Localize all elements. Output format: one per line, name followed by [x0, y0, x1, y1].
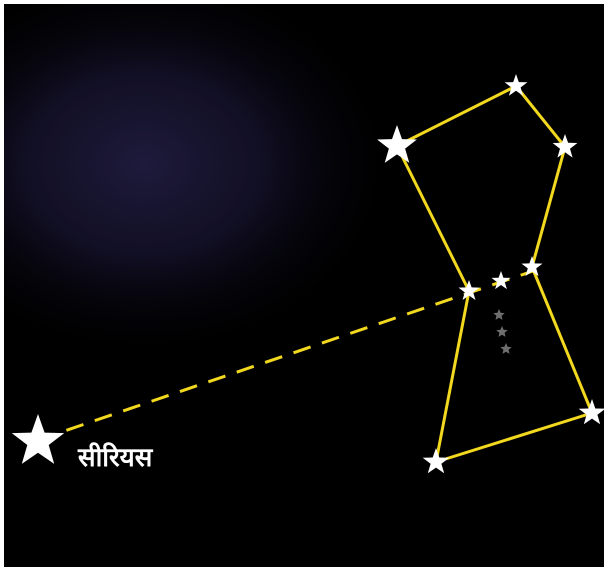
sword-stars: [493, 309, 511, 354]
line-belt-left-rigel: [436, 291, 469, 462]
star-belt-middle: [492, 271, 511, 289]
sword-star-3: [500, 343, 511, 354]
line-rigel-saiph: [436, 413, 592, 462]
line-betelgeuse-belt-left: [397, 146, 469, 291]
line-belt-right-saiph: [532, 267, 592, 413]
line-bellatrix-belt-right: [532, 147, 565, 267]
star-rigel: [423, 448, 450, 473]
sirius-label: सीरियस: [78, 438, 152, 474]
line-betelgeuse-shoulder: [397, 86, 516, 146]
line-shoulder-bellatrix: [516, 86, 565, 147]
sword-star-1: [493, 309, 504, 320]
night-sky-diagram: सीरियस: [4, 4, 604, 567]
nebula-glow: [4, 4, 404, 364]
star-shoulder-top: [505, 74, 528, 96]
star-sirius: [12, 414, 64, 464]
sword-star-2: [496, 326, 507, 337]
star-saiph: [579, 399, 604, 424]
orion-sirius-diagram: [4, 4, 604, 567]
